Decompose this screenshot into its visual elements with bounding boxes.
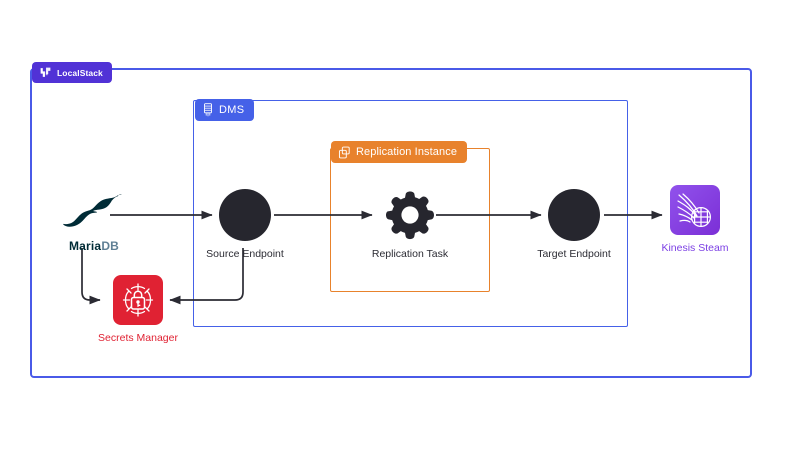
node-label-replication-task: Replication Task (371, 248, 449, 260)
dms-badge: DMS (195, 99, 255, 121)
replication-instance-badge-label: Replication Instance (356, 146, 458, 158)
gear-icon (384, 189, 436, 241)
node-source-endpoint: Source Endpoint (193, 189, 297, 260)
arrow-mariadb-to-secrets-manager (81, 248, 101, 305)
node-label-target-endpoint: Target Endpoint (537, 248, 611, 260)
secrets-manager-lock-icon (113, 275, 163, 325)
kinesis-stream-icon (670, 185, 720, 235)
node-label-kinesis-stream: Kinesis Steam (661, 242, 729, 254)
dms-container-box (193, 100, 628, 327)
node-mariadb: MariaDB (42, 190, 146, 253)
mariadb-seal-icon (63, 190, 125, 237)
mariadb-label-primary: Maria (68, 239, 102, 253)
localstack-badge-label: LocalStack (57, 67, 103, 78)
arrow-source-endpoint-to-secrets-manager (169, 248, 244, 305)
filled-circle-icon (548, 189, 600, 241)
node-replication-task: Replication Task (358, 189, 462, 260)
localstack-container-box (30, 68, 752, 378)
node-label-source-endpoint: Source Endpoint (206, 248, 284, 260)
replication-instance-badge: Replication Instance (331, 141, 468, 163)
dms-badge-label: DMS (219, 104, 245, 116)
node-secrets-manager: Secrets Manager (78, 275, 198, 344)
node-target-endpoint: Target Endpoint (522, 189, 626, 260)
localstack-badge: LocalStack (32, 62, 112, 83)
filled-circle-icon (219, 189, 271, 241)
copy-icon (338, 146, 351, 159)
node-label-secrets-manager: Secrets Manager (98, 332, 178, 344)
localstack-logo-icon (39, 66, 52, 79)
node-kinesis-stream: Kinesis Steam (643, 185, 747, 254)
node-label-mariadb: MariaDB (69, 239, 119, 253)
mariadb-label-secondary: DB (101, 239, 120, 253)
database-icon (202, 103, 214, 117)
